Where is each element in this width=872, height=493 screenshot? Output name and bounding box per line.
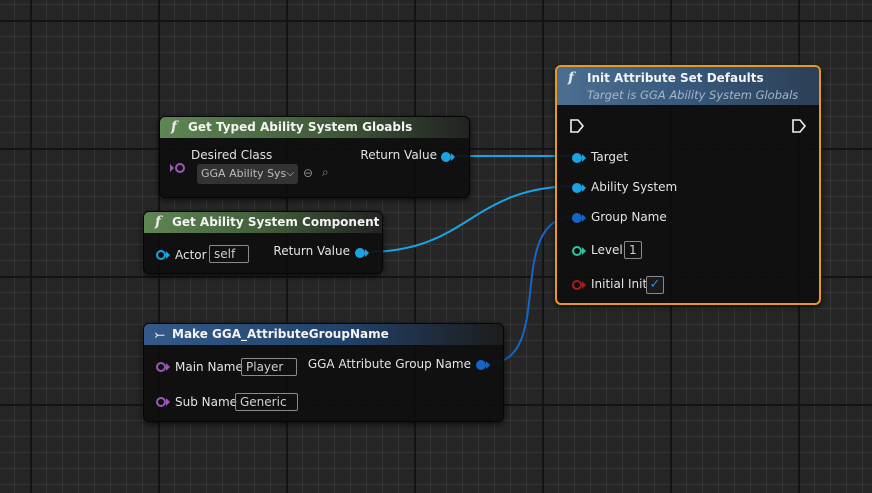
combo-value: GGA Ability Sys bbox=[201, 167, 287, 180]
pin-arrow-icon bbox=[582, 247, 586, 255]
return-value-label: Return Value bbox=[273, 244, 350, 258]
sub-name-input[interactable]: Generic bbox=[235, 393, 298, 411]
search-icon[interactable]: ⌕ bbox=[322, 165, 329, 179]
function-icon: f bbox=[568, 70, 575, 86]
node-get-typed-ability-system-globals[interactable]: f Get Typed Ability System Gloabls Desir… bbox=[159, 116, 470, 198]
node-make-attribute-group-name[interactable]: ⤚ Make GGA_AttributeGroupName Main Name … bbox=[143, 323, 504, 422]
node-header[interactable]: f Get Typed Ability System Gloabls bbox=[160, 117, 469, 138]
initial-init-pin[interactable] bbox=[572, 280, 582, 290]
pin-arrow-icon bbox=[582, 154, 586, 162]
node-header[interactable]: f Get Ability System Component bbox=[144, 212, 382, 233]
return-value-pin[interactable] bbox=[355, 248, 365, 258]
actor-input[interactable]: self bbox=[209, 245, 249, 263]
pin-arrow-icon bbox=[170, 164, 174, 172]
group-name-output-label: GGA Attribute Group Name bbox=[307, 357, 471, 371]
desired-class-label: Desired Class bbox=[191, 148, 273, 162]
ability-system-label: Ability System bbox=[591, 180, 678, 194]
pin-arrow-icon bbox=[486, 361, 490, 369]
make-struct-icon: ⤚ bbox=[155, 327, 165, 341]
main-name-pin[interactable] bbox=[156, 362, 166, 372]
actor-label: Actor bbox=[175, 248, 207, 262]
group-name-output-pin[interactable] bbox=[476, 360, 486, 370]
node-title: Get Typed Ability System Gloabls bbox=[188, 120, 413, 134]
desired-class-pin[interactable] bbox=[175, 163, 185, 173]
target-pin[interactable] bbox=[572, 153, 582, 163]
pin-arrow-icon bbox=[166, 363, 170, 371]
level-input[interactable]: 1 bbox=[624, 241, 642, 259]
node-header[interactable]: f Init Attribute Set Defaults Target is … bbox=[557, 67, 819, 105]
pin-arrow-icon bbox=[166, 398, 170, 406]
node-get-ability-system-component[interactable]: f Get Ability System Component Actor sel… bbox=[143, 211, 383, 274]
desired-class-combo[interactable]: GGA Ability Sys ⌵ bbox=[197, 164, 298, 184]
initial-init-label: Initial Init bbox=[591, 277, 648, 291]
use-selected-icon[interactable]: ⊖ bbox=[303, 166, 314, 180]
pin-arrow-icon bbox=[582, 184, 586, 192]
actor-pin[interactable] bbox=[156, 250, 166, 260]
main-name-input[interactable]: Player bbox=[241, 358, 297, 376]
node-header[interactable]: ⤚ Make GGA_AttributeGroupName bbox=[144, 324, 503, 345]
pin-arrow-icon bbox=[582, 214, 586, 222]
wire-groupname-to-group[interactable] bbox=[485, 215, 578, 365]
chevron-down-icon: ⌵ bbox=[286, 168, 294, 179]
pin-arrow-icon bbox=[365, 249, 369, 257]
exec-in-icon[interactable] bbox=[570, 119, 584, 133]
pin-arrow-icon bbox=[582, 281, 586, 289]
node-title: Get Ability System Component bbox=[172, 215, 380, 229]
ability-system-pin[interactable] bbox=[572, 183, 582, 193]
level-pin[interactable] bbox=[572, 246, 582, 256]
return-value-pin[interactable] bbox=[441, 152, 451, 162]
wire-asc-to-ability-system[interactable] bbox=[365, 185, 578, 253]
sub-name-pin[interactable] bbox=[156, 397, 166, 407]
node-subtitle: Target is GGA Ability System Globals bbox=[587, 88, 799, 102]
main-name-label: Main Name bbox=[175, 360, 243, 374]
exec-out-icon[interactable] bbox=[792, 119, 806, 133]
function-icon: f bbox=[171, 119, 178, 135]
group-name-label: Group Name bbox=[591, 210, 667, 224]
return-value-label: Return Value bbox=[360, 148, 437, 162]
node-title: Init Attribute Set Defaults bbox=[587, 71, 764, 85]
pin-arrow-icon bbox=[451, 153, 455, 161]
node-title: Make GGA_AttributeGroupName bbox=[172, 327, 389, 341]
node-init-attribute-set-defaults[interactable]: f Init Attribute Set Defaults Target is … bbox=[555, 65, 821, 305]
initial-init-checkbox[interactable]: ✓ bbox=[646, 276, 664, 294]
sub-name-label: Sub Name bbox=[175, 395, 238, 409]
function-icon: f bbox=[155, 214, 162, 230]
group-name-pin[interactable] bbox=[572, 213, 582, 223]
pin-arrow-icon bbox=[166, 251, 170, 259]
target-label: Target bbox=[591, 150, 629, 164]
level-label: Level bbox=[591, 243, 623, 257]
